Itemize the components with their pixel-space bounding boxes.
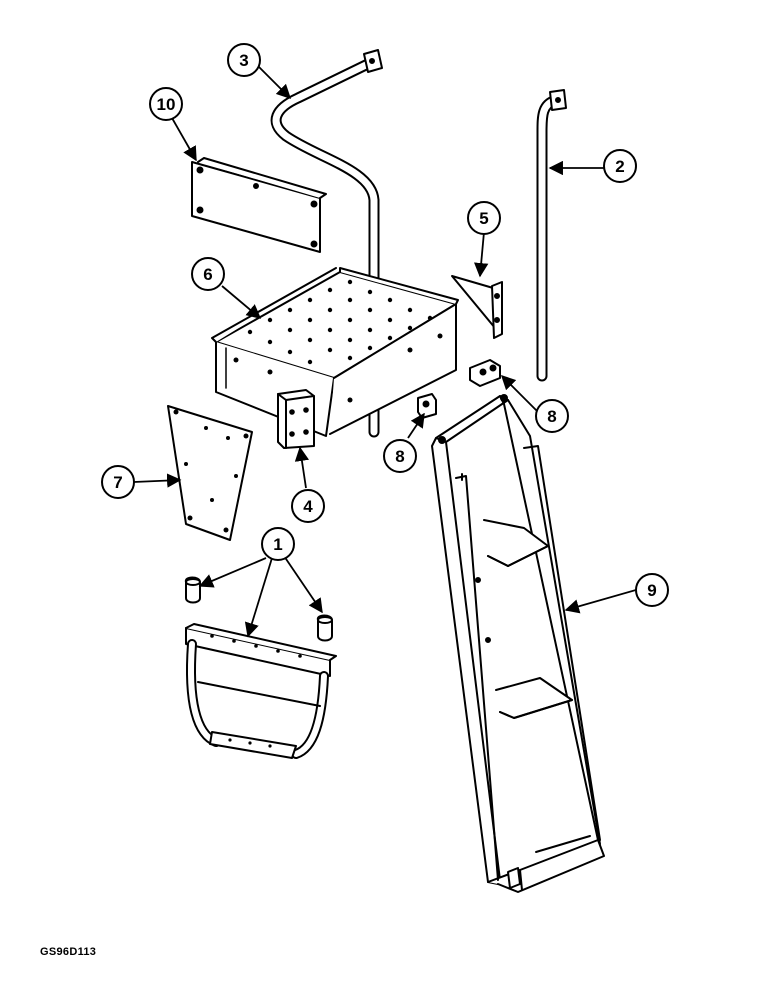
leader-line-10 bbox=[171, 117, 197, 162]
leader-line-4 bbox=[294, 446, 310, 489]
callout-9: 9 bbox=[635, 573, 669, 607]
figure-reference-code: GS96D113 bbox=[40, 946, 97, 958]
callout-10: 10 bbox=[149, 87, 183, 121]
callout-8a-label: 8 bbox=[547, 407, 556, 426]
leader-line-6 bbox=[221, 285, 262, 319]
callout-3-label: 3 bbox=[239, 51, 248, 70]
callout-5: 5 bbox=[467, 201, 501, 235]
callout-6: 6 bbox=[191, 257, 225, 291]
callout-8b: 8 bbox=[383, 439, 417, 473]
leader-line-8b bbox=[407, 412, 425, 439]
callout-9-label: 9 bbox=[647, 581, 656, 600]
callout-8b-label: 8 bbox=[395, 447, 404, 466]
leader-line-1b bbox=[244, 557, 273, 638]
leader-line-8a bbox=[500, 374, 539, 413]
callout-2: 2 bbox=[603, 149, 637, 183]
platform-tray-part-6 bbox=[211, 267, 459, 437]
angle-clip-part-8-upper bbox=[469, 359, 501, 387]
callout-3: 3 bbox=[227, 43, 261, 77]
callout-4: 4 bbox=[291, 489, 325, 523]
leader-line-7 bbox=[133, 473, 182, 488]
callout-6-label: 6 bbox=[203, 265, 212, 284]
callout-7: 7 bbox=[101, 465, 135, 499]
angle-clip-part-8-lower bbox=[417, 393, 437, 419]
handrail-tube-part-3 bbox=[270, 49, 383, 438]
leader-line-1a bbox=[198, 557, 267, 588]
callout-7-label: 7 bbox=[113, 473, 122, 492]
leader-line-9 bbox=[564, 589, 637, 614]
grab-tube-part-2 bbox=[536, 89, 567, 382]
step-assembly-part-1 bbox=[184, 576, 337, 759]
side-plate-part-7 bbox=[167, 405, 253, 541]
callout-8a: 8 bbox=[535, 399, 569, 433]
leader-line-1c bbox=[283, 555, 323, 614]
callout-1: 1 bbox=[261, 527, 295, 561]
ladder-assembly-part-9 bbox=[431, 394, 605, 893]
callout-1-label: 1 bbox=[273, 535, 282, 554]
callout-2-label: 2 bbox=[615, 157, 624, 176]
leader-line-5 bbox=[474, 231, 489, 278]
callout-5-label: 5 bbox=[479, 209, 488, 228]
spacer-block-part-4 bbox=[277, 389, 315, 449]
callout-10-label: 10 bbox=[157, 95, 176, 114]
leader-line-3 bbox=[257, 65, 292, 100]
plate-part-10 bbox=[191, 157, 327, 253]
gusset-bracket-part-5 bbox=[451, 275, 503, 339]
callout-4-label: 4 bbox=[303, 497, 313, 516]
